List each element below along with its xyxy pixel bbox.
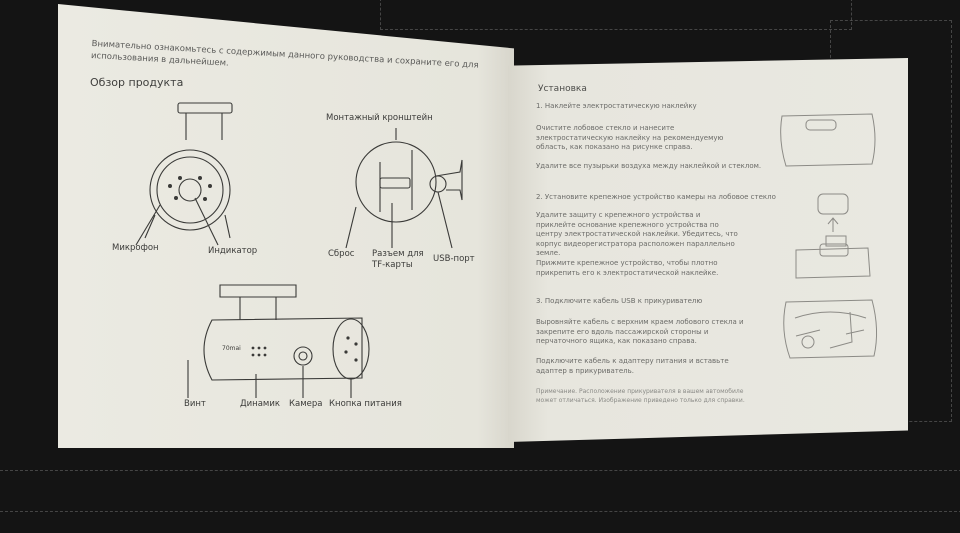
step1-text: Очистите лобовое стекло и нанесите элект… xyxy=(536,124,724,151)
manual-right-page xyxy=(508,58,908,442)
label-speaker: Динамик xyxy=(240,399,281,409)
label-screw: Винт xyxy=(184,399,206,409)
step3-text2: Подключите кабель к адаптеру питания и в… xyxy=(536,357,729,375)
label-tf-slot: Разъем для TF-карты xyxy=(372,249,424,270)
background-stitch-top xyxy=(380,0,852,30)
background-stitch-bottom xyxy=(0,470,960,512)
device-brand-label: 70mai xyxy=(222,345,241,352)
step3-illustration xyxy=(784,300,877,358)
step2-illustration xyxy=(796,194,870,278)
label-power-button: Кнопка питания xyxy=(329,399,402,409)
label-microphone: Микрофон xyxy=(112,243,159,253)
step2-text: Удалите защиту с крепежного устройства и… xyxy=(536,211,738,257)
front-view-diagram xyxy=(145,103,232,238)
label-camera: Камера xyxy=(289,399,323,409)
note-text: Примечание. Расположение прикуривателя в… xyxy=(536,388,745,404)
step1-text2: Удалите все пузырьки воздуха между накле… xyxy=(536,162,762,170)
product-overview-heading: Обзор продукта xyxy=(90,76,184,89)
step2-text2: Прижмите крепежное устройство, чтобы пло… xyxy=(536,259,719,277)
installation-heading: Установка xyxy=(538,84,587,94)
step3-title: 3. Подключите кабель USB к прикуривателю xyxy=(536,297,703,305)
manual-left-page xyxy=(58,4,514,448)
label-indicator: Индикатор xyxy=(208,246,258,256)
label-usb-port: USB-порт xyxy=(433,254,475,264)
step1-illustration xyxy=(781,114,875,166)
step1-title: 1. Наклейте электростатическую наклейку xyxy=(536,102,697,110)
step2-title: 2. Установите крепежное устройство камер… xyxy=(536,193,776,201)
label-bracket: Монтажный кронштейн xyxy=(326,113,433,123)
step3-text: Выровняйте кабель с верхним краем лобово… xyxy=(536,318,744,345)
label-reset: Сброс xyxy=(328,249,355,259)
